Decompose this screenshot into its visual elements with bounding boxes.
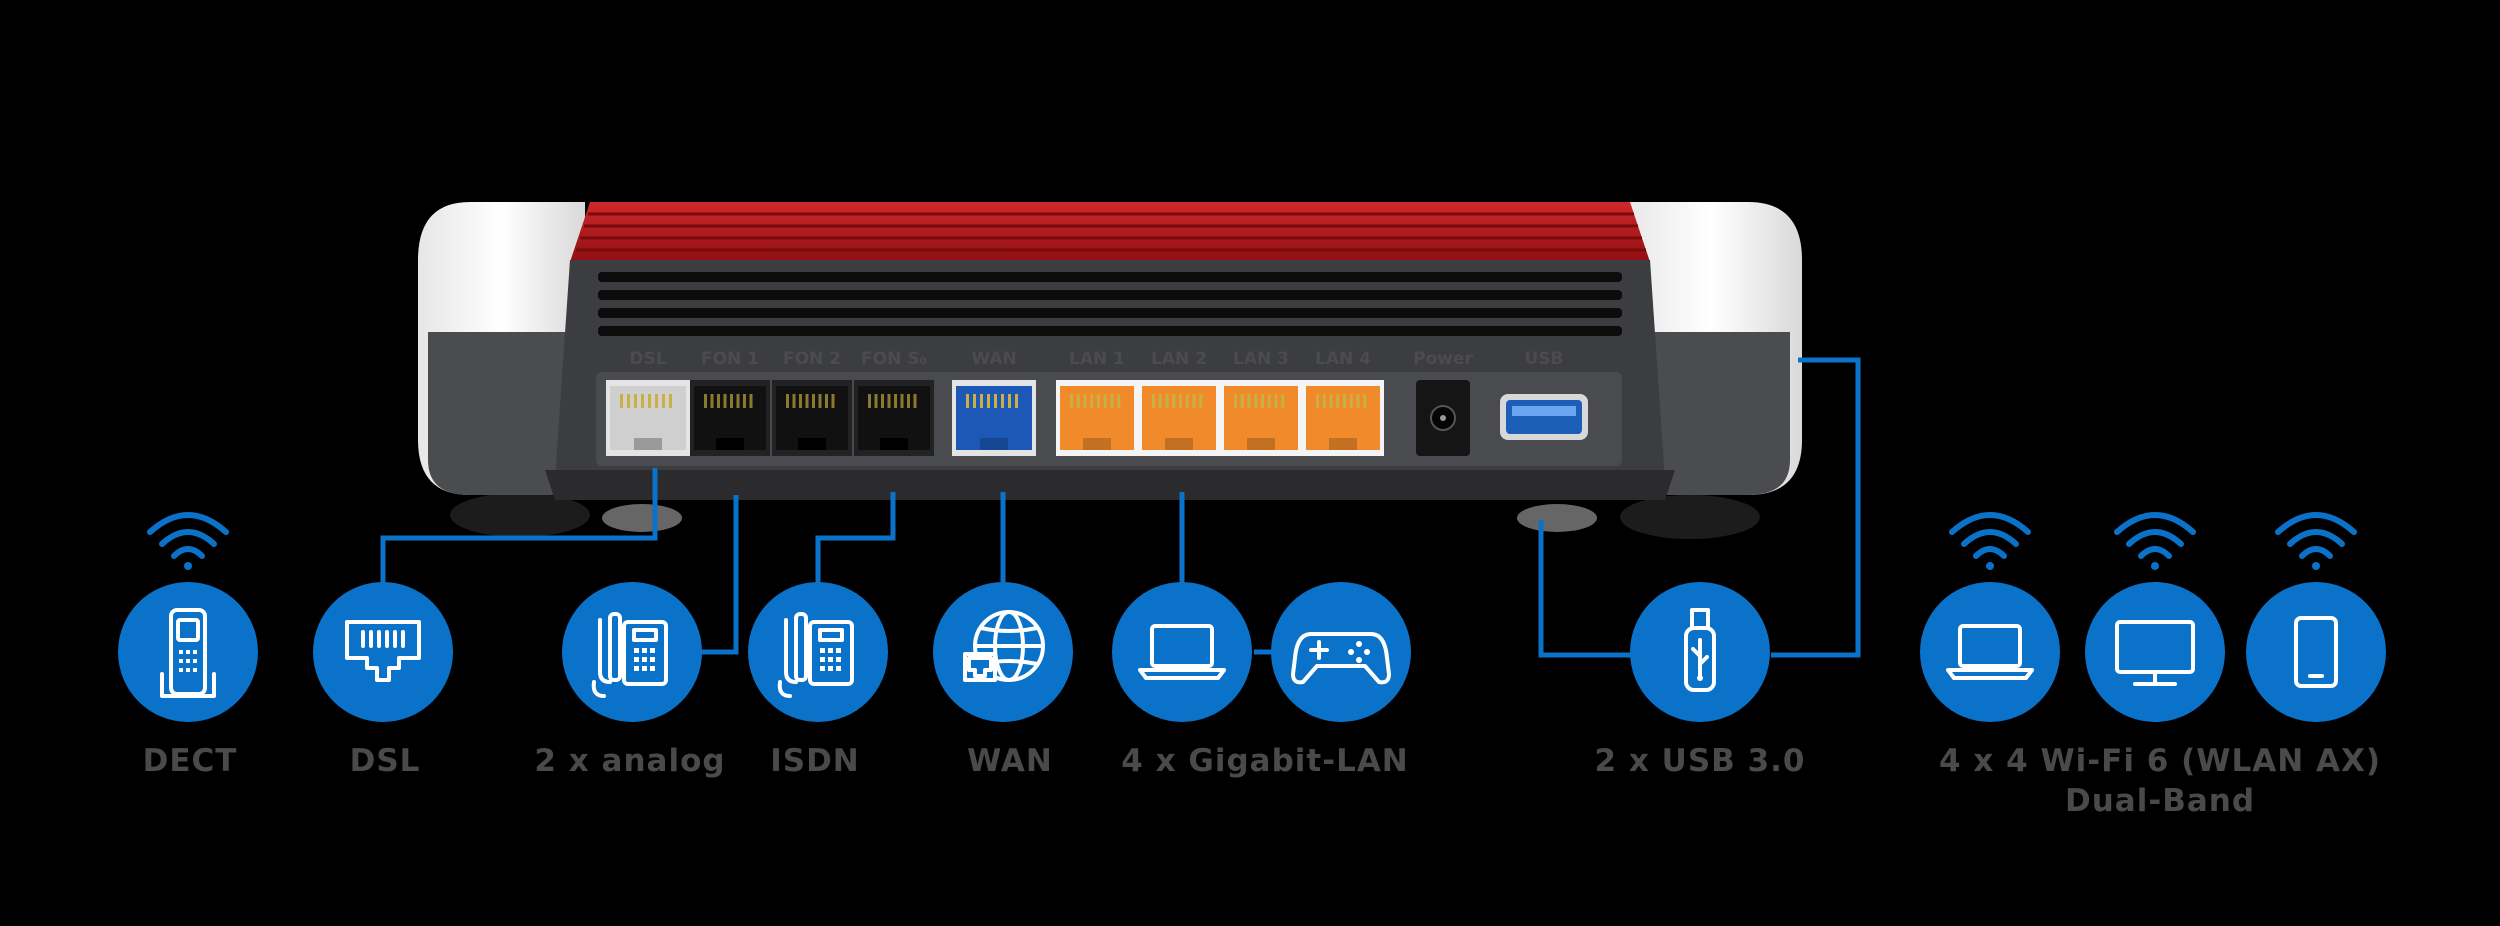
router-port-labels: DSL FON 1 FON 2 FON S₀ WAN LAN 1 LAN 2 LAN 3 LAN… (629, 349, 1563, 369)
port-lan-4 (1302, 380, 1384, 456)
feature-circle (1920, 582, 2060, 722)
port-label-2: FON 2 (783, 349, 841, 369)
feature-circle (2085, 582, 2225, 722)
laptop-icon (1946, 624, 2034, 680)
router-device: DSL FON 1 FON 2 FON S₀ WAN LAN 1 LAN 2 LAN 3 LAN… (418, 202, 1802, 539)
port-label-10: USB (1524, 349, 1563, 369)
router-foot-left (450, 493, 590, 537)
analog-phone-icon (591, 612, 668, 698)
port-usb (1500, 394, 1588, 440)
feature-circle (2246, 582, 2386, 722)
router-base (545, 470, 1675, 500)
port-label-7: LAN 3 (1233, 349, 1289, 369)
feature-1-dsl-port (313, 582, 453, 722)
wifi-signal-icon (2114, 512, 2196, 570)
isdn-phone-icon (777, 612, 854, 698)
connector-lines (380, 357, 1861, 658)
connector-dsl (380, 468, 658, 590)
dsl-port-icon (345, 620, 421, 682)
port-label-1: FON 1 (701, 349, 759, 369)
feature-circle (933, 582, 1073, 722)
port-label-6: LAN 2 (1151, 349, 1207, 369)
feature-circle (313, 582, 453, 722)
port-lan-3 (1220, 380, 1302, 456)
globe-icon (963, 610, 1045, 682)
feature-circle (748, 582, 888, 722)
port-fon-s- (854, 380, 934, 456)
feature-10-tablet (2246, 512, 2386, 722)
caption-analog: 2 x analog (534, 743, 726, 779)
port-label-5: LAN 1 (1069, 349, 1125, 369)
caption-lan: 4 x Gigabit-LAN (1121, 743, 1409, 779)
feature-circle (1112, 582, 1252, 722)
port-dsl (606, 380, 690, 456)
port-wan (952, 380, 1036, 456)
feature-6-gamepad (1271, 582, 1411, 722)
port-label-9: Power (1413, 349, 1473, 369)
feature-9-monitor (2085, 512, 2225, 722)
port-fon-1 (690, 380, 770, 456)
connector-isdn (815, 492, 896, 590)
router-red-top (570, 202, 1650, 262)
feature-7-usb-stick (1630, 582, 1770, 722)
caption-isdn: ISDN (770, 743, 860, 779)
router-red-ribs (576, 212, 1646, 252)
caption-dsl: DSL (349, 743, 421, 779)
port-label-3: FON S₀ (861, 349, 927, 369)
gamepad-icon (1291, 632, 1391, 685)
feature-4-globe (933, 582, 1073, 722)
port-label-0: DSL (629, 349, 666, 369)
router-foot-right (1620, 495, 1760, 539)
caption-dect: DECT (142, 743, 238, 779)
feature-0-dect-phone (118, 512, 258, 722)
tablet-icon (2294, 616, 2338, 688)
caption-wifi-line2: Dual-Band (2064, 783, 2256, 819)
feature-circle (1271, 582, 1411, 722)
caption-wan: WAN (967, 743, 1053, 779)
wifi-signal-icon (147, 512, 229, 570)
feature-5-laptop (1112, 582, 1252, 722)
caption-wifi: 4 x 4 Wi-Fi 6 (WLAN AX) Dual-Band (1900, 741, 2420, 821)
router-foot-left-pad (602, 504, 682, 532)
router-vents (598, 272, 1622, 336)
dect-phone-icon (160, 608, 216, 698)
port-lan-1 (1056, 380, 1138, 456)
feature-icons (118, 512, 2386, 722)
port-label-8: LAN 4 (1315, 349, 1371, 369)
connector-usb-right (1771, 357, 1861, 658)
router-ports (606, 380, 1588, 456)
wifi-signal-icon (2275, 512, 2357, 570)
port-power (1416, 380, 1470, 456)
monitor-icon (2115, 620, 2195, 686)
caption-wifi-line1: 4 x 4 Wi-Fi 6 (WLAN AX) (1938, 743, 2382, 779)
router-side-panel-left (428, 332, 585, 495)
connector-analog (700, 495, 739, 655)
usb-stick-icon (1684, 608, 1716, 692)
router-foot-right-pad (1517, 504, 1597, 532)
caption-usb: 2 x USB 3.0 (1594, 743, 1806, 779)
port-label-4: WAN (971, 349, 1016, 369)
feature-3-isdn-phone (748, 582, 888, 722)
wifi-signal-icon (1949, 512, 2031, 570)
feature-2-analog-phone (562, 582, 702, 722)
feature-8-laptop (1920, 512, 2060, 722)
port-fon-2 (772, 380, 852, 456)
port-lan-2 (1138, 380, 1220, 456)
connector-usb-left (1538, 520, 1632, 658)
laptop-icon (1138, 624, 1226, 680)
feature-circle (562, 582, 702, 722)
